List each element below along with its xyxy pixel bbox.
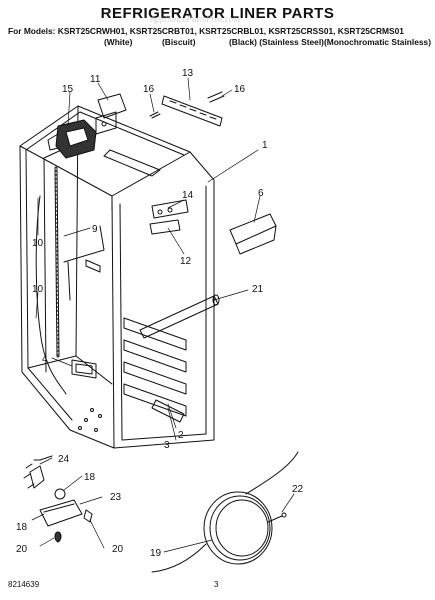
light-cover-4 (71, 359, 97, 379)
callout-1: 1 (262, 140, 268, 151)
callout-10-lower: 10 (32, 284, 44, 295)
callout-19: 19 (150, 548, 162, 559)
trim-strip-13 (161, 95, 223, 127)
control-housing (149, 199, 189, 235)
page-number: 3 (214, 580, 219, 589)
callout-11: 11 (90, 74, 101, 85)
callout-21: 21 (252, 284, 264, 295)
callout-9: 9 (92, 224, 98, 235)
callout-16-right: 16 (234, 84, 246, 95)
lamp-assembly (39, 488, 93, 543)
page-title: REFRIGERATOR LINER PARTS (100, 5, 335, 22)
tubing-coil-19 (151, 451, 299, 573)
callout-13: 13 (182, 68, 194, 79)
callout-23: 23 (110, 492, 122, 503)
divider-tube-21 (139, 294, 220, 339)
wire-assembly-24 (23, 455, 53, 489)
models-line: For Models: KSRT25CRWH01, KSRT25CRBT01, … (8, 26, 404, 36)
light-housing (47, 119, 97, 159)
callout-20-right: 20 (112, 544, 124, 555)
callout-12: 12 (180, 256, 192, 267)
leader-lines (31, 77, 295, 553)
callout-4: 4 (42, 354, 48, 365)
callout-2: 2 (178, 430, 184, 441)
callout-24: 24 (58, 454, 70, 465)
color-black-stainless: (Black) (Stainless Steel)(Monochromatic … (229, 37, 431, 47)
callout-10-upper: 10 (32, 238, 44, 249)
screw-22 (267, 512, 287, 523)
wire-harness (35, 166, 105, 395)
screw-16 (149, 91, 225, 119)
callout-20-left: 20 (16, 544, 28, 555)
callout-6: 6 (258, 188, 264, 199)
callout-15: 15 (62, 84, 74, 95)
crisper-cover-6 (229, 213, 277, 255)
liner-body (19, 105, 215, 449)
color-white: (White) (104, 37, 133, 47)
callout-3: 3 (164, 440, 170, 451)
callout-22: 22 (292, 484, 304, 495)
bracket-11 (95, 93, 127, 135)
callout-18-right: 18 (84, 472, 96, 483)
callout-14: 14 (182, 190, 194, 201)
callout-18-left: 18 (16, 522, 28, 533)
callout-16-left: 16 (143, 84, 155, 95)
part-number: 8214639 (8, 580, 40, 589)
watermark: AppliancePartsPros.com (150, 14, 240, 24)
color-biscuit: (Biscuit) (162, 37, 196, 47)
bracket-2 (151, 399, 185, 423)
